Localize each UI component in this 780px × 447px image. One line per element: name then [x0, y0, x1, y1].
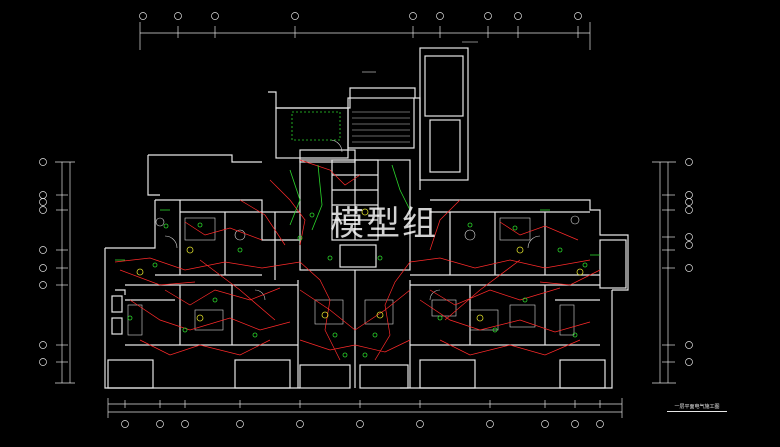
top-dimension-line: [139, 12, 591, 50]
electrical-devices: [115, 111, 600, 358]
north-marker: [362, 41, 478, 73]
right-dimension-line: [652, 158, 693, 384]
electrical-wiring: [114, 159, 601, 361]
stair-detail: [164, 111, 541, 301]
drawing-title: 一层平面电气施工图: [667, 404, 727, 412]
left-dimension-line: [39, 158, 75, 384]
bottom-dimension-line: [107, 398, 623, 428]
building-walls: [104, 47, 629, 389]
lighting-fixtures: [136, 208, 584, 322]
watermark: 模型组: [330, 204, 438, 244]
